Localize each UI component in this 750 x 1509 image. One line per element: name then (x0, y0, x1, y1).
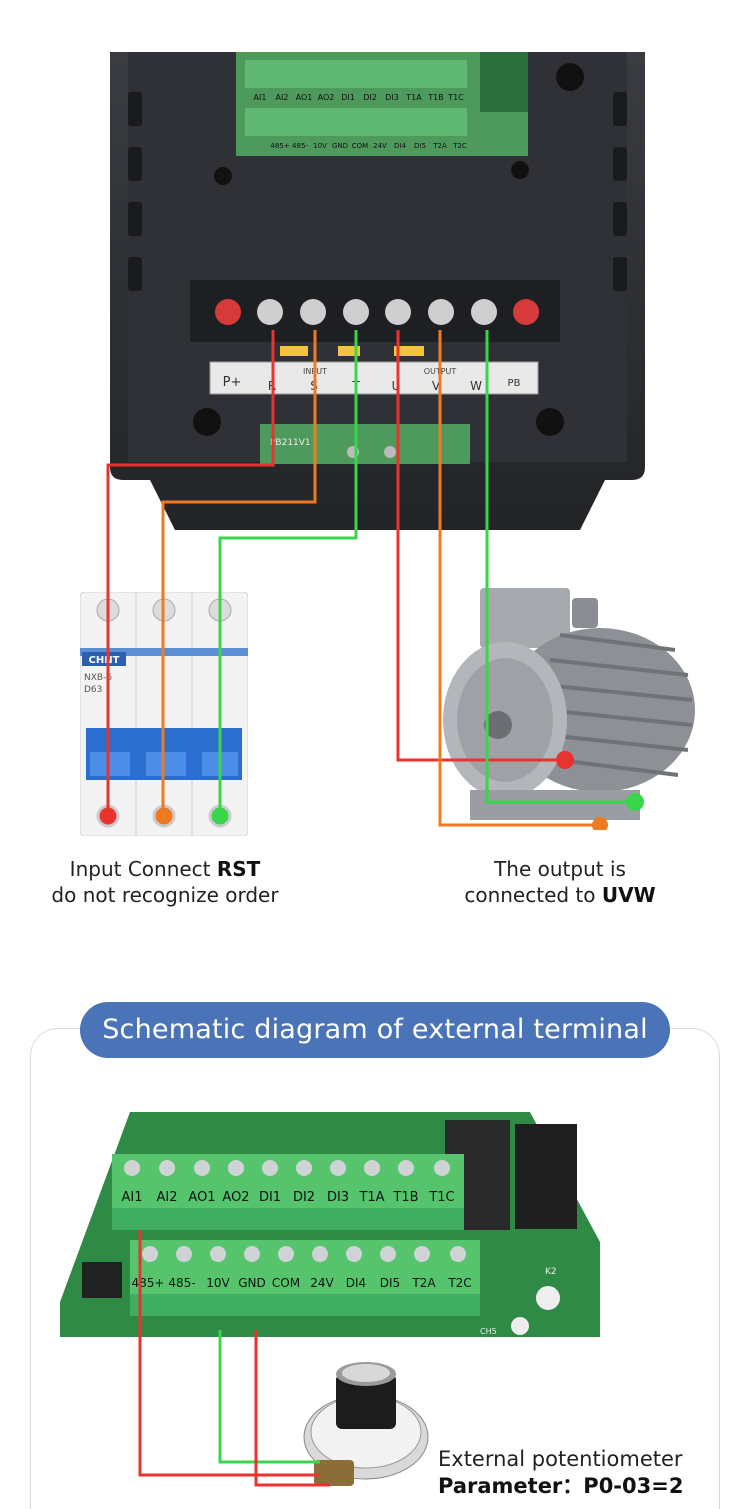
drive-board-label: AO1 (296, 93, 313, 102)
terminal-board: K2 CH5 AI1 AI2 AO1 AO2 DI1 DI2 DI3 T1A T… (60, 1112, 600, 1337)
breaker-model: NXB-6 (84, 673, 112, 683)
board-bottom-labels: 485+ 485- 10V GND COM 24V DI4 DI5 T2A T2… (132, 1276, 472, 1290)
terminal-label: GND (238, 1276, 266, 1290)
board-bottom-screws (142, 1246, 466, 1262)
output-caption-line1: The output is (494, 857, 626, 881)
potentiometer (303, 1362, 429, 1486)
wire-v (438, 330, 600, 827)
terminal-label: DI4 (346, 1276, 366, 1290)
drive-board-label: DI2 (363, 93, 377, 102)
output-caption: The output is connected to UVW (430, 856, 690, 908)
drive-board-label: T1C (447, 93, 464, 102)
power-terminal-label: W (470, 379, 482, 393)
board-top-screws (124, 1160, 450, 1176)
drive-board-label: DI1 (341, 93, 355, 102)
power-terminal-label: U (392, 379, 401, 393)
terminal-label: COM (272, 1276, 300, 1290)
drive-board-label: DI5 (414, 142, 426, 150)
drive-board-label: AI1 (254, 93, 267, 102)
wire-r (106, 330, 275, 815)
drive-board-label: 485- (292, 142, 308, 150)
terminal-label: T2A (411, 1276, 436, 1290)
drive-board-label: 24V (373, 142, 387, 150)
wire-t (218, 330, 358, 815)
terminal-label: AO1 (188, 1190, 215, 1205)
terminal-label: 10V (206, 1276, 230, 1290)
terminal-label: AI2 (157, 1190, 178, 1205)
wire-10v (218, 1330, 320, 1464)
breaker-rating: D63 (84, 685, 102, 695)
wiring-bottom (138, 1230, 330, 1487)
drive-board-label: T1B (427, 93, 443, 102)
output-caption-prefix: connected to (464, 883, 602, 907)
wire-s (161, 330, 317, 815)
terminal-label: DI3 (327, 1190, 349, 1205)
terminal-label: DI2 (293, 1190, 315, 1205)
board-code: PB211V1 (270, 438, 311, 448)
wiring-top (106, 330, 635, 827)
power-screws (215, 299, 539, 325)
power-terminal-label: V (432, 379, 441, 393)
silk-ch5: CH5 (480, 1327, 497, 1336)
drive-board-labels-bottom: 485+ 485- 10V GND COM 24V DI4 DI5 T2A T2… (270, 142, 467, 150)
drive-board-label: DI3 (385, 93, 399, 102)
terminal-label: 24V (310, 1276, 334, 1290)
drive-board-label: AO2 (318, 93, 335, 102)
breaker-brand: CHNT (89, 655, 120, 666)
drive-board-label: DI4 (394, 142, 406, 150)
output-caption-bold: UVW (601, 883, 656, 907)
parameter-prefix: Parameter： (438, 1474, 584, 1498)
drive-board-labels-top: AI1 AI2 AO1 AO2 DI1 DI2 DI3 T1A T1B T1C (254, 93, 465, 102)
drive-board-label: AI2 (276, 93, 289, 102)
drive-board-label: GND (332, 142, 348, 150)
inverter-housing: AI1 AI2 AO1 AO2 DI1 DI2 DI3 T1A T1B T1C … (110, 52, 645, 530)
drive-board-label: COM (352, 142, 368, 150)
drive-board-label: T1A (405, 93, 422, 102)
potentiometer-caption: External potentiometer Parameter：P0-03=2 (438, 1446, 683, 1500)
drive-board-label: 485+ (270, 142, 289, 150)
terminal-label: T2C (447, 1276, 471, 1290)
section-title-banner: Schematic diagram of external terminal (80, 1002, 670, 1058)
drive-board-label: T2C (452, 142, 467, 150)
terminal-label: DI5 (380, 1276, 400, 1290)
potentiometer-caption-line1: External potentiometer (438, 1447, 683, 1471)
wire-u (396, 330, 565, 762)
terminal-label: DI1 (259, 1190, 281, 1205)
power-terminal-label: P+ (223, 375, 242, 390)
parameter-value: P0-03=2 (583, 1474, 684, 1498)
terminal-label: T1C (428, 1190, 454, 1205)
input-caption-bold: RST (216, 857, 261, 881)
drive-board-label: T2A (432, 142, 447, 150)
power-terminal-label: PB (508, 378, 521, 389)
terminal-label: AI1 (122, 1190, 143, 1205)
wire-gnd (254, 1330, 330, 1487)
terminal-label: 485- (168, 1276, 195, 1290)
terminal-label: AO2 (222, 1190, 249, 1205)
input-caption: Input Connect RST do not recognize order (20, 856, 310, 908)
input-caption-line2: do not recognize order (51, 883, 279, 907)
wire-w (485, 330, 635, 804)
board-top-labels: AI1 AI2 AO1 AO2 DI1 DI2 DI3 T1A T1B T1C (122, 1190, 455, 1205)
wire-ai1 (138, 1230, 320, 1477)
silk-k2: K2 (545, 1267, 557, 1277)
terminal-label: T1B (392, 1190, 418, 1205)
terminal-label: T1A (358, 1190, 384, 1205)
input-caption-prefix: Input Connect (69, 857, 217, 881)
drive-board-label: 10V (313, 142, 327, 150)
